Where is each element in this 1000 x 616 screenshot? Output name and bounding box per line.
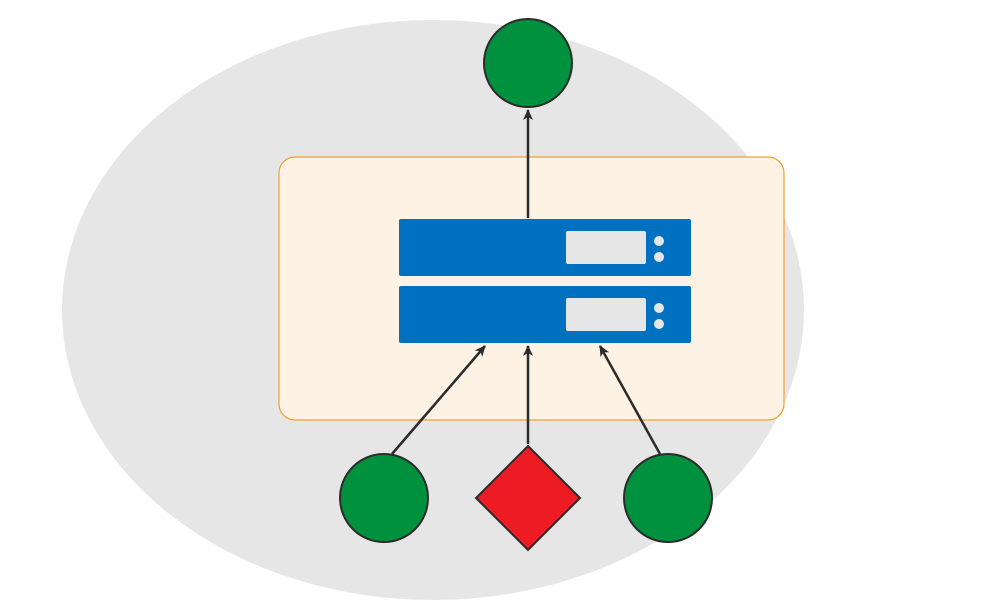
server-unit-top — [399, 219, 691, 276]
top-node — [483, 18, 573, 108]
server-stack-icon — [399, 219, 691, 343]
server-unit-bottom — [399, 286, 691, 343]
bottom-left-node — [339, 453, 429, 543]
bottom-right-node — [623, 453, 713, 543]
edge-bottom-right-to-server — [598, 345, 662, 455]
bottom-center-node — [474, 444, 582, 552]
edge-bottom-left-to-server — [391, 345, 486, 455]
